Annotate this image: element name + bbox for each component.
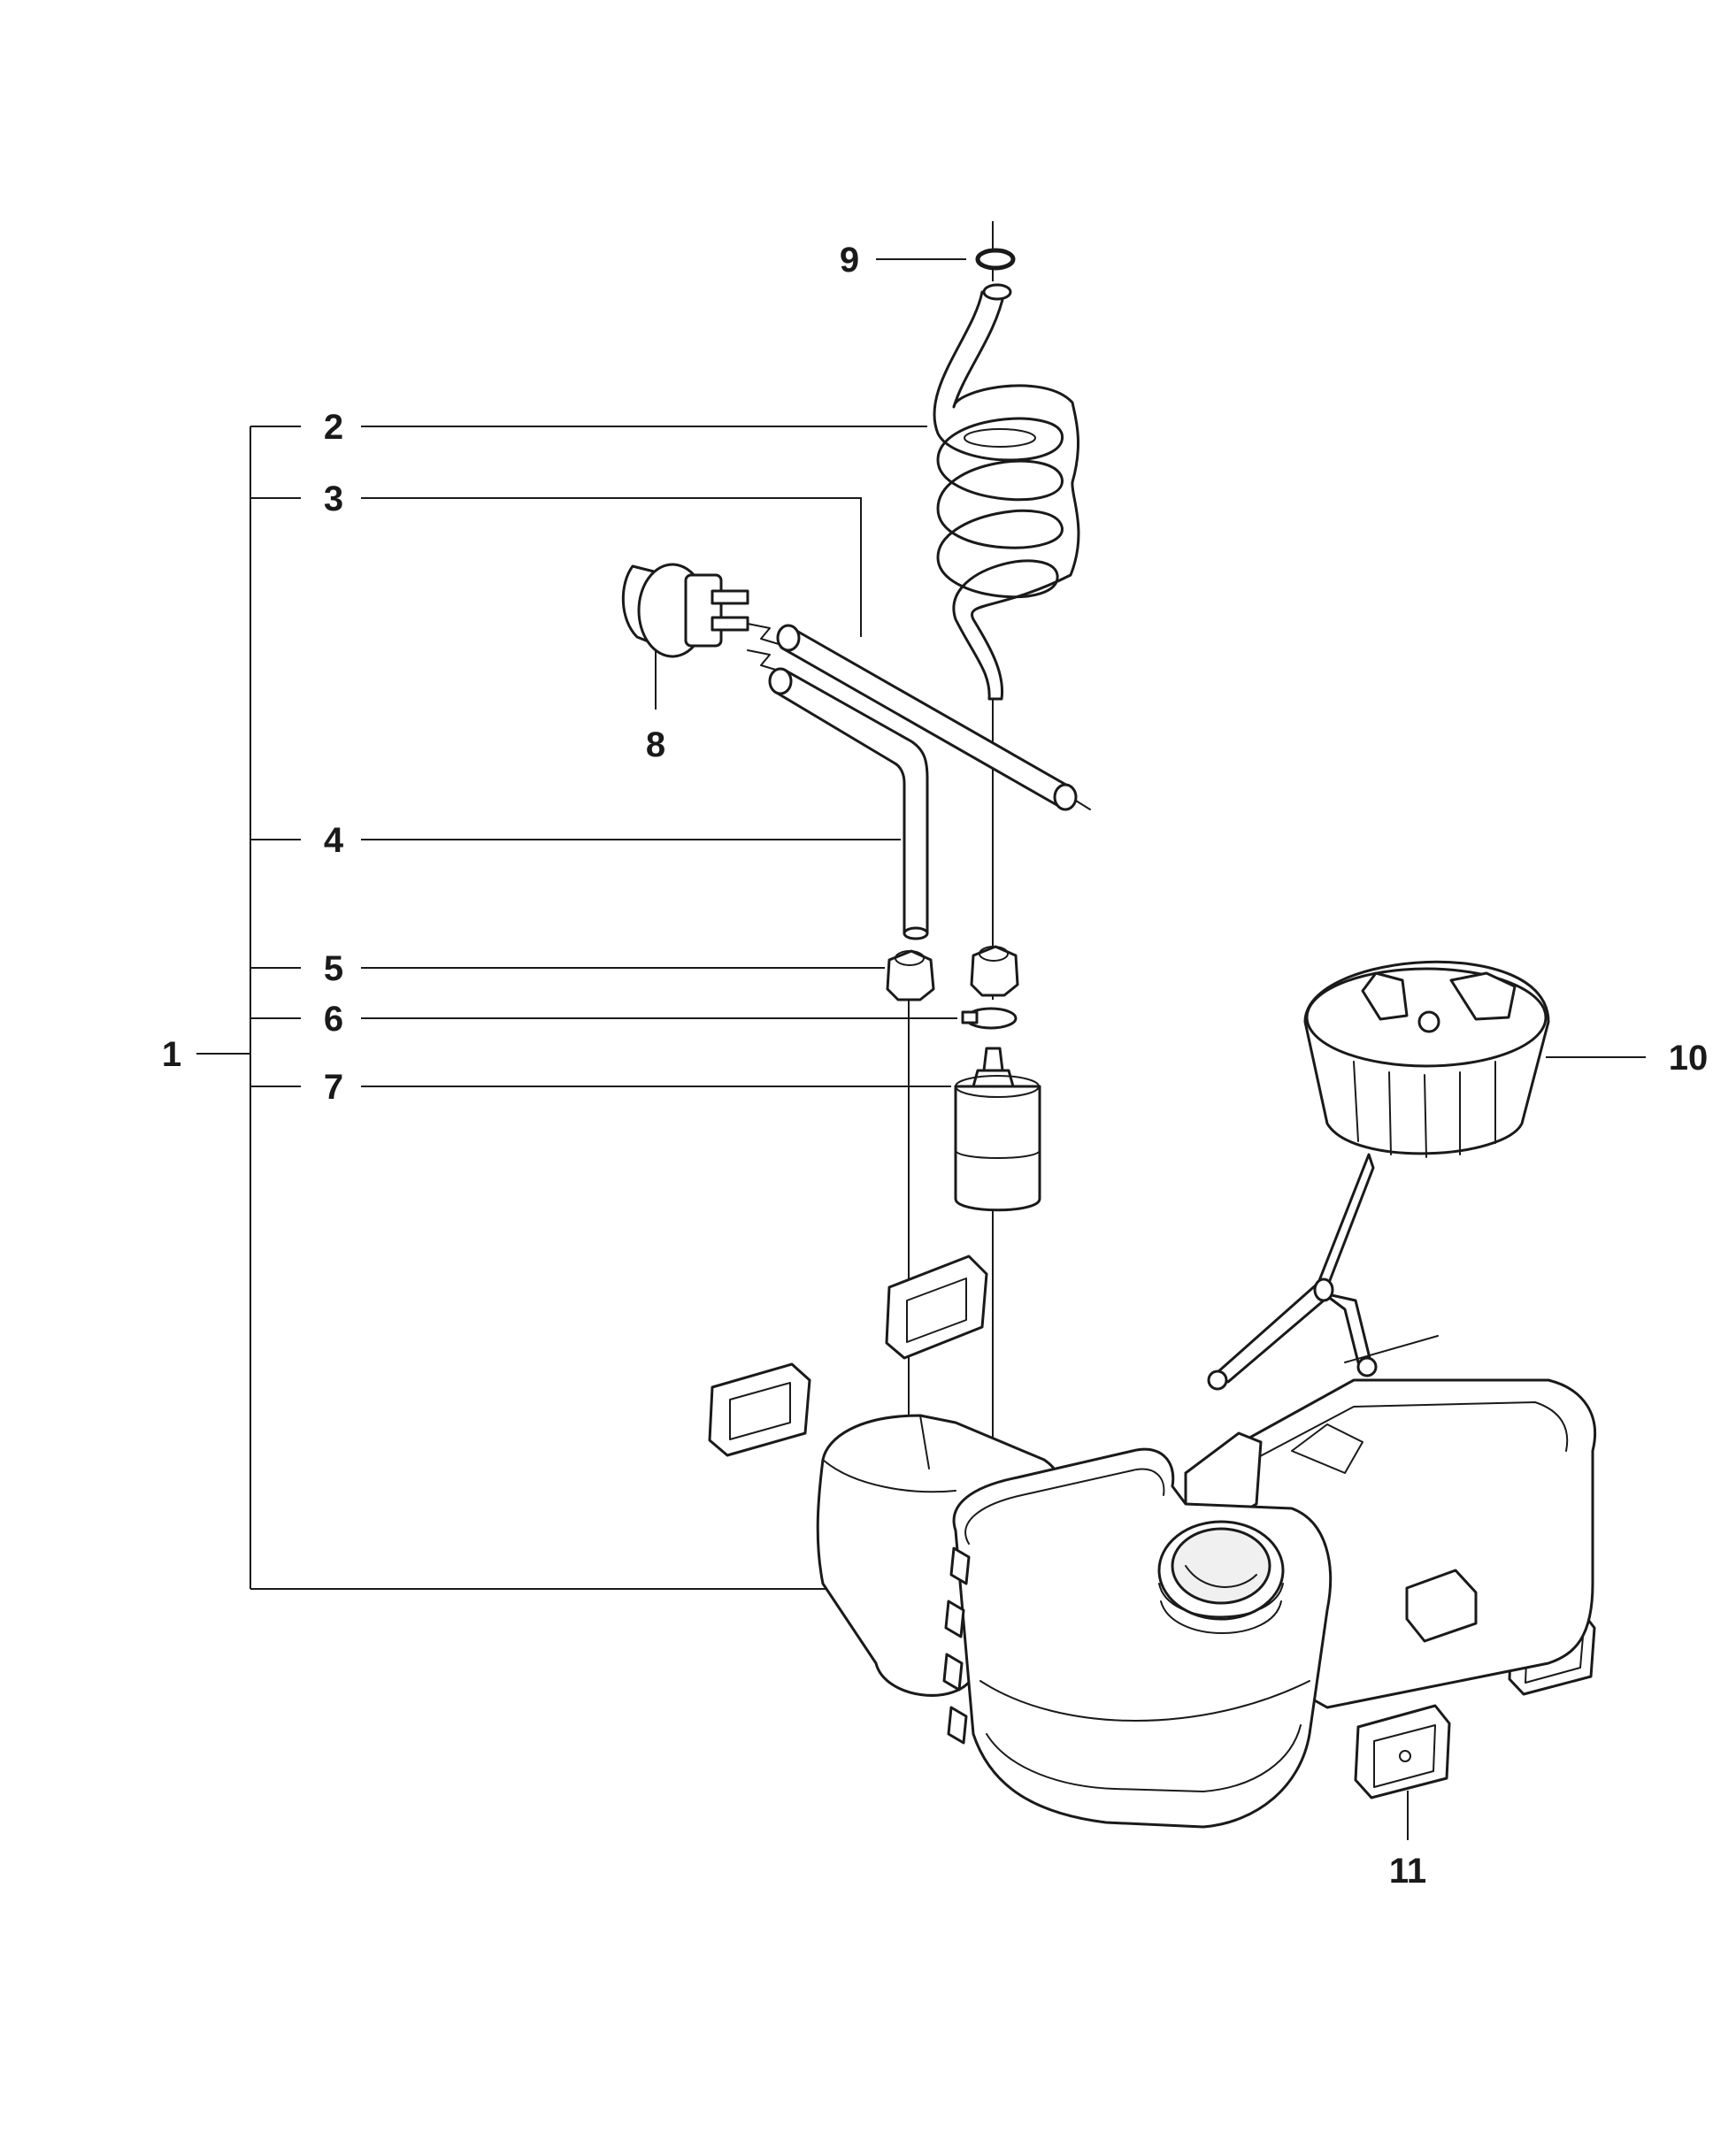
part-11-rubber-mount-lower [1354,1704,1451,1799]
callout-5: 5 [324,949,343,988]
callout-labels: 1 2 3 4 5 6 7 8 9 10 11 [162,241,1708,1891]
callout-2: 2 [324,408,343,447]
assembly-bracket [196,426,849,1590]
callout-1: 1 [162,1035,181,1074]
callout-7: 7 [324,1068,343,1107]
callout-3: 3 [324,480,343,518]
callout-10: 10 [1669,1039,1709,1078]
part-1-fuel-tank [816,1335,1597,1829]
callout-8: 8 [646,725,665,764]
part-11-rubber-mount-upper-left [708,1362,811,1457]
part-7-fuel-filter [954,1047,1041,1212]
part-9-o-ring [975,248,1016,271]
part-11-rubber-mount-upper-center [885,1254,988,1360]
part-5-grommet-left [886,949,935,1001]
part-6-hose-clamp [961,1007,1018,1030]
part-3-fuel-hose [776,624,1091,811]
part-8-primer-bulb [621,563,780,671]
part-4-bent-fuel-hose [768,667,929,940]
part-2-coiled-hose [933,283,1080,701]
callout-6: 6 [324,1000,343,1039]
callout-9: 9 [840,241,859,280]
callout-11: 11 [1389,1852,1426,1891]
part-5-grommet-right [970,945,1019,997]
part-10-fuel-cap [1207,960,1550,1391]
leader-lines [361,221,1646,1840]
callout-4: 4 [324,821,344,860]
